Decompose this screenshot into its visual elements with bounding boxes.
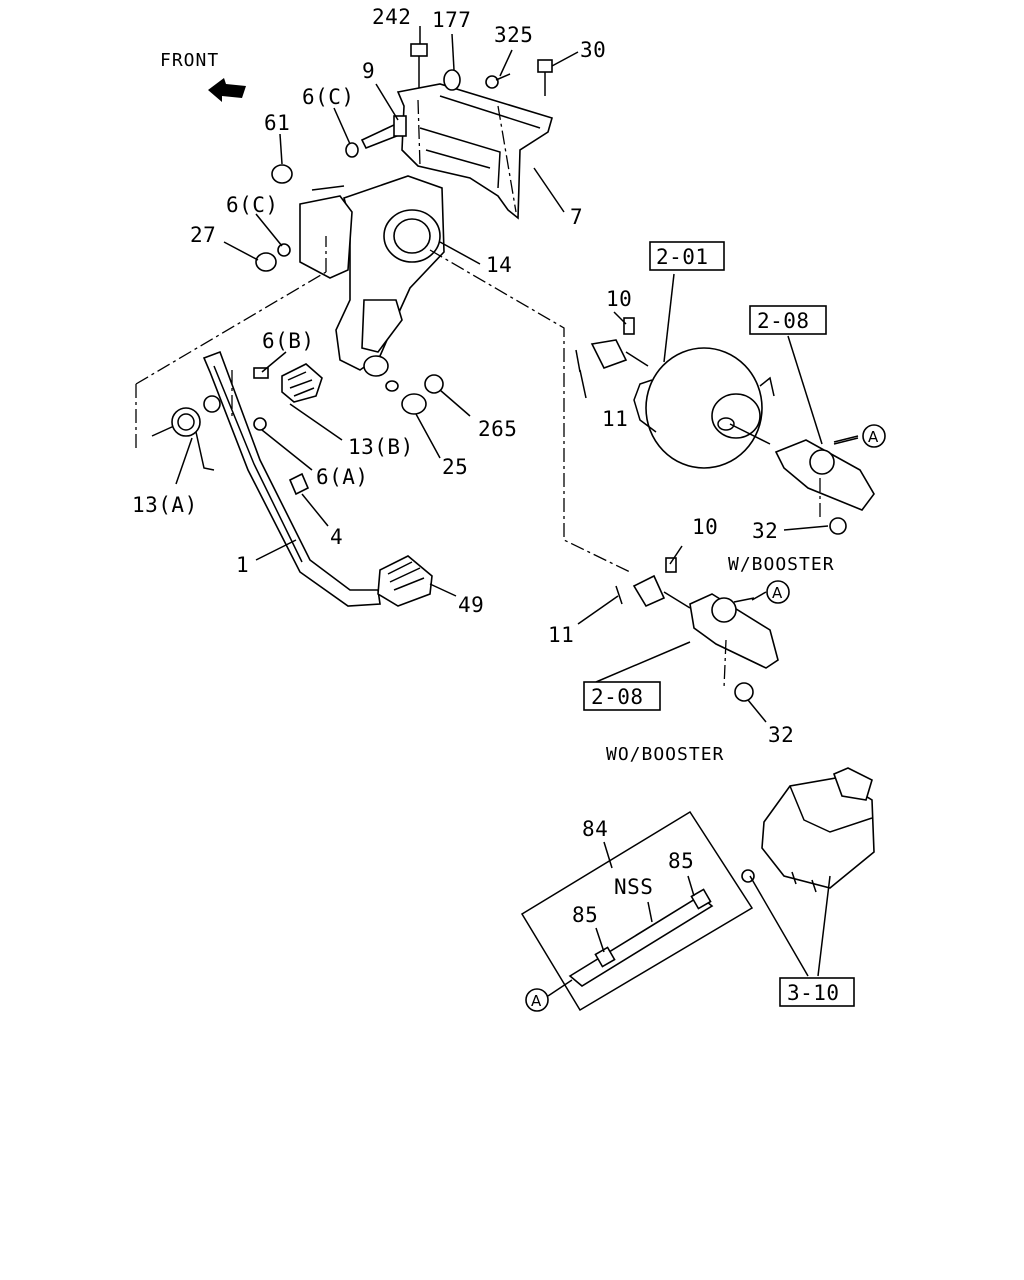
guide-line-booster [429,249,631,573]
top-fasteners [255,43,553,272]
label-84: 84 [582,817,608,841]
callout-a-circle-1 [862,424,886,448]
callout-a-3: A [531,992,542,1010]
label-27: 27 [190,223,216,247]
label-61: 61 [264,111,290,135]
reservoir [741,767,875,893]
label-7: 7 [570,205,583,229]
label-32-top: 32 [752,519,778,543]
label-4: 4 [330,525,343,549]
ref-label-2-01: 2-01 [656,245,709,269]
guide-line-brackets [417,99,517,213]
ref-label-3-10: 3-10 [787,981,840,1005]
guide-line-pedal [135,236,327,452]
label-49: 49 [458,593,484,617]
label-30: 30 [580,38,606,62]
label-177: 177 [432,8,471,32]
label-6c-mid: 6(C) [226,193,279,217]
with-booster-caption: W/BOOSTER [728,554,835,575]
front-label: FRONT [160,50,219,71]
label-11-low: 11 [548,623,574,647]
ref-label-2-08-low: 2-08 [591,685,644,709]
label-14: 14 [486,253,512,277]
label-265: 265 [478,417,517,441]
label-9: 9 [362,59,375,83]
ref-box-2-08-top [749,305,827,335]
clutch-pedal-arm [151,350,444,607]
label-13b: 13(B) [348,435,414,459]
label-nss: NSS [614,875,653,899]
master-cylinder-no-booster [615,557,779,702]
hose-kit-box [520,810,754,1012]
front-arrow-icon [208,78,246,102]
label-11-top: 11 [602,407,628,431]
label-25: 25 [442,455,468,479]
label-6a: 6(A) [316,465,369,489]
callout-a-circle-3 [525,988,549,1012]
ref-box-2-08-low [583,681,661,711]
leader-lines [175,26,859,997]
bracket-assembly [299,83,553,377]
label-242: 242 [372,5,411,29]
label-1: 1 [236,553,249,577]
label-10-low: 10 [692,515,718,539]
callout-a-2: A [772,584,783,602]
label-85-left: 85 [572,903,598,927]
label-10-top: 10 [606,287,632,311]
ref-box-3-10 [779,977,855,1007]
guide-line-nut-low [723,639,727,689]
ref-label-2-08-top: 2-08 [757,309,810,333]
without-booster-caption: WO/BOOSTER [606,744,724,765]
label-13a: 13(A) [132,493,198,517]
label-325: 325 [494,23,533,47]
ref-box-2-01 [649,241,725,271]
callout-a-1: A [868,428,879,446]
callout-a-circle-2 [766,580,790,604]
label-85-right: 85 [668,849,694,873]
brake-booster-assembly [575,317,875,535]
label-6b: 6(B) [262,329,315,353]
label-32-low: 32 [768,723,794,747]
label-6c-top: 6(C) [302,85,355,109]
